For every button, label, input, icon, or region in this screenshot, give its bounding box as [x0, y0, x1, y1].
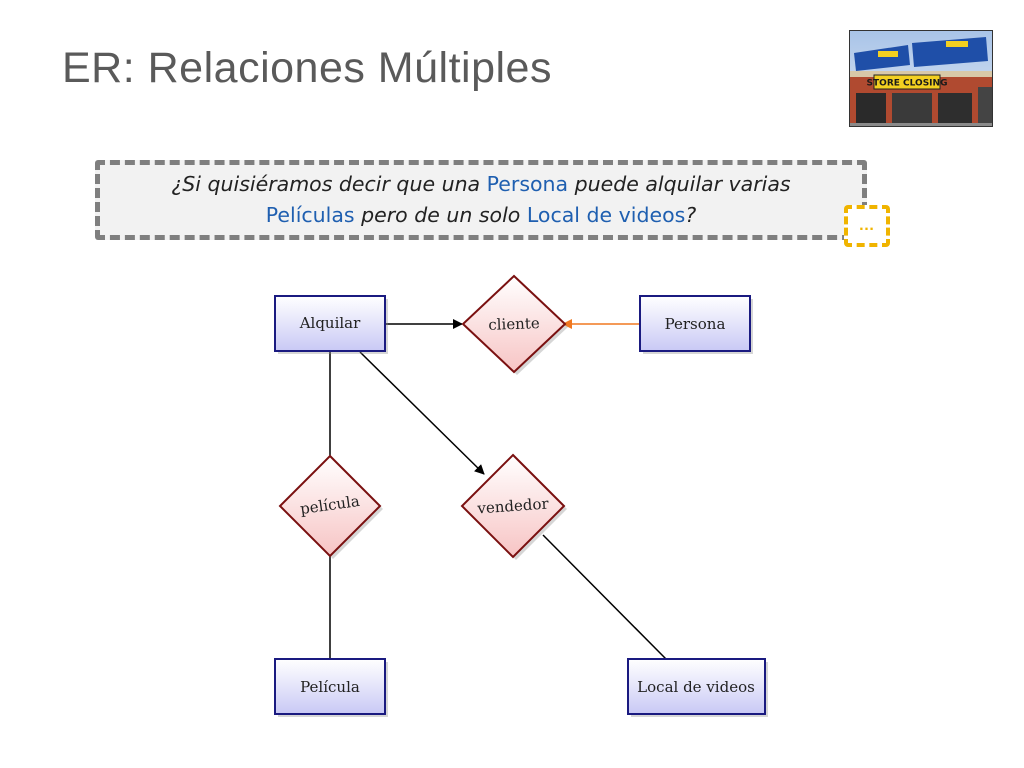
question-part-1: ¿Si quisiéramos decir que una	[171, 172, 487, 196]
question-highlight-local: Local de videos	[526, 203, 686, 227]
relationship-cliente-label: cliente	[488, 314, 540, 334]
question-box: ¿Si quisiéramos decir que una Persona pu…	[95, 160, 867, 240]
question-part-2: puede alquilar varias	[568, 172, 791, 196]
line-vendedor-local	[542, 534, 667, 660]
more-button[interactable]: …	[844, 205, 890, 247]
slide-title: ER: Relaciones Múltiples	[62, 44, 552, 92]
entity-local-label: Local de videos	[637, 678, 755, 696]
line-alquilar-vendedor	[359, 351, 485, 475]
entity-pelicula: Película	[274, 658, 388, 717]
entity-alquilar-label: Alquilar	[299, 314, 361, 332]
store-closing-photo: STORE CLOSING	[849, 30, 993, 127]
question-text: ¿Si quisiéramos decir que una Persona pu…	[171, 169, 790, 231]
entity-persona-label: Persona	[665, 315, 726, 333]
question-part-4: ?	[685, 203, 697, 227]
question-highlight-peliculas: Películas	[265, 203, 355, 227]
entity-pelicula-label: Película	[300, 678, 360, 696]
relationship-cliente: cliente	[461, 274, 568, 375]
question-highlight-persona: Persona	[486, 172, 569, 196]
entity-local-de-videos: Local de videos	[627, 658, 768, 717]
relationship-vendedor: vendedor	[460, 453, 567, 560]
storefront-image: STORE CLOSING	[850, 31, 992, 126]
question-part-3: pero de un solo	[354, 203, 527, 227]
entity-alquilar: Alquilar	[274, 295, 388, 354]
store-sign-text: STORE CLOSING	[867, 79, 948, 89]
relationship-pelicula: película	[278, 454, 383, 559]
relationship-vendedor-label: vendedor	[476, 494, 550, 517]
entity-persona: Persona	[639, 295, 753, 354]
